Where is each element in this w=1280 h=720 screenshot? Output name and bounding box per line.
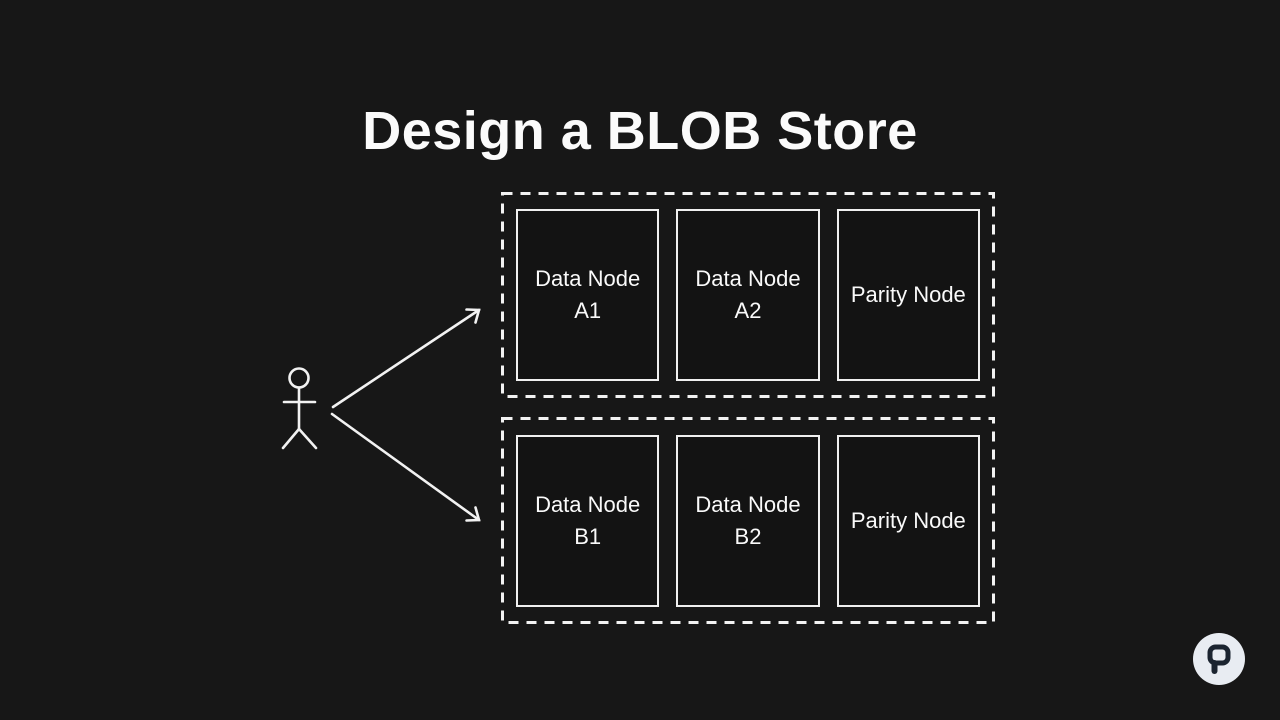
node-label: Data Node (535, 492, 641, 517)
node-group-a: Data Node A1 Data Node A2 Parity Node (501, 192, 995, 398)
node-label: Data Node (695, 492, 801, 517)
node-label: Parity Node (850, 508, 966, 533)
node-label: Parity Node (850, 282, 966, 307)
node-label: Data Node (535, 266, 641, 291)
node-group-b: Data Node B1 Data Node B2 Parity Node (501, 417, 995, 624)
arrow-actor-to-group-a (331, 308, 481, 409)
node-data-b1: Data Node B1 (516, 435, 660, 607)
node-data-b2: Data Node B2 (676, 435, 820, 607)
group-b-dashed-border (501, 417, 995, 624)
node-data-a2: Data Node A2 (676, 209, 820, 381)
arrow-actor-to-group-b (330, 412, 481, 522)
node-label: B1 (574, 524, 602, 549)
node-parity-b: Parity Node (836, 435, 980, 607)
p-logo-glyph (1207, 644, 1231, 674)
node-data-a1: Data Node A1 (516, 209, 660, 381)
group-a-dashed-border (501, 192, 995, 398)
node-label: A1 (574, 298, 602, 323)
p-logo-icon (1193, 633, 1245, 685)
node-label: Data Node (695, 266, 801, 291)
page-title: Design a BLOB Store (362, 101, 918, 162)
stick-figure-icon (281, 367, 318, 450)
node-label: B2 (734, 524, 762, 549)
node-parity-a: Parity Node (836, 209, 980, 381)
node-label: A2 (734, 298, 762, 323)
